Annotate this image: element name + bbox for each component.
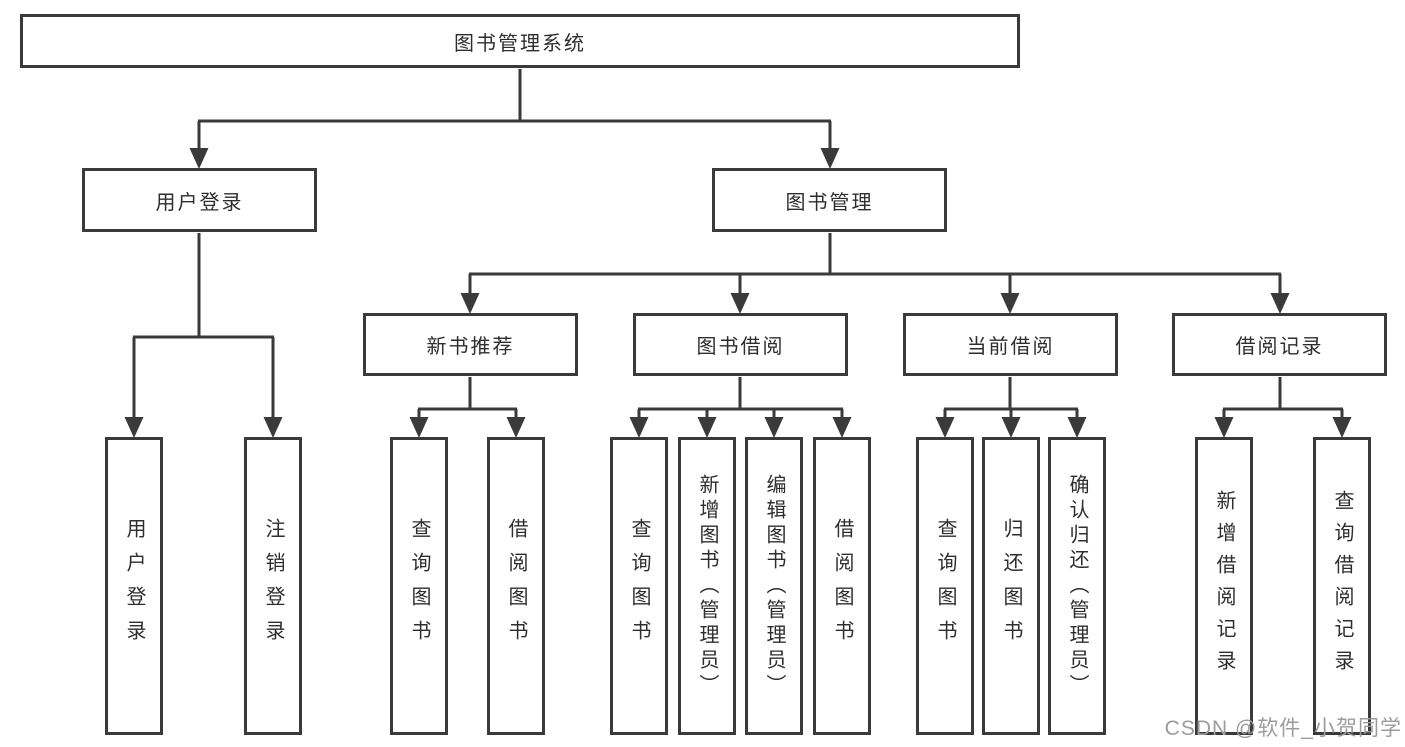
leaf-label: 查询图书 (408, 518, 430, 654)
leaf-add-book-admin: 新增图书（管理员） (678, 437, 736, 735)
leaf-add-borrow-record: 新增借阅记录 (1195, 437, 1253, 735)
leaf-label: 查询图书 (628, 518, 650, 654)
arrowhead-down-icon (935, 417, 955, 438)
leaf-query-books-borrow: 查询图书 (610, 437, 668, 735)
arrowhead-down-icon (1270, 293, 1290, 314)
leaf-confirm-return-admin: 确认归还（管理员） (1048, 437, 1106, 735)
leaf-return-book: 归还图书 (982, 437, 1040, 735)
arrowhead-down-icon (409, 417, 429, 438)
leaf-query-books-current: 查询图书 (916, 437, 974, 735)
csdn-watermark: CSDN @软件_小贺同学 (1164, 717, 1402, 740)
node-label: 用户登录 (155, 191, 244, 214)
leaf-user-login: 用户登录 (105, 437, 163, 735)
node-user-login: 用户登录 (82, 168, 317, 232)
arrowhead-down-icon (124, 417, 144, 438)
leaf-edit-book-admin: 编辑图书（管理员） (745, 437, 803, 735)
node-label: 当前借阅 (966, 336, 1055, 358)
arrowhead-down-icon (1067, 417, 1087, 438)
leaf-borrow-books-recommend: 借阅图书 (487, 437, 545, 735)
leaf-query-borrow-record: 查询借阅记录 (1313, 437, 1371, 735)
arrowhead-down-icon (460, 293, 480, 314)
arrowhead-down-icon (1214, 417, 1234, 438)
node-label: 图书管理 (785, 191, 874, 214)
leaf-label: 查询借阅记录 (1331, 490, 1353, 682)
leaf-label: 用户登录 (123, 518, 145, 654)
arrowhead-down-icon (263, 417, 283, 438)
leaf-label: 编辑图书（管理员） (763, 473, 785, 699)
node-root-label: 图书管理系统 (454, 32, 586, 55)
node-book-management: 图书管理 (712, 168, 947, 232)
arrowhead-down-icon (629, 417, 649, 438)
node-label: 借阅记录 (1235, 336, 1324, 358)
leaf-label: 注销登录 (262, 518, 284, 654)
arrowhead-down-icon (189, 148, 209, 169)
leaf-label: 查询图书 (934, 518, 956, 654)
arrowhead-down-icon (1001, 417, 1021, 438)
leaf-borrow-books-borrow: 借阅图书 (813, 437, 871, 735)
arrowhead-down-icon (506, 417, 526, 438)
node-root: 图书管理系统 (20, 14, 1020, 68)
arrowhead-down-icon (832, 417, 852, 438)
arrowhead-down-icon (730, 293, 750, 314)
arrowhead-down-icon (1000, 293, 1020, 314)
arrowhead-down-icon (697, 417, 717, 438)
leaf-label: 新增图书（管理员） (696, 473, 718, 699)
leaf-query-books-recommend: 查询图书 (390, 437, 448, 735)
node-book-borrow: 图书借阅 (633, 313, 848, 376)
leaf-label: 确认归还（管理员） (1066, 473, 1088, 699)
node-label: 新书推荐 (426, 336, 515, 358)
node-current-borrow: 当前借阅 (903, 313, 1118, 376)
node-label: 图书借阅 (696, 336, 785, 358)
arrowhead-down-icon (764, 417, 784, 438)
arrowhead-down-icon (820, 148, 840, 169)
arrowhead-down-icon (1332, 417, 1352, 438)
node-new-book-recommend: 新书推荐 (363, 313, 578, 376)
leaf-logout: 注销登录 (244, 437, 302, 735)
leaf-label: 借阅图书 (831, 518, 853, 654)
leaf-label: 新增借阅记录 (1213, 490, 1235, 682)
leaf-label: 借阅图书 (505, 518, 527, 654)
leaf-label: 归还图书 (1000, 518, 1022, 654)
node-borrow-records: 借阅记录 (1172, 313, 1387, 376)
